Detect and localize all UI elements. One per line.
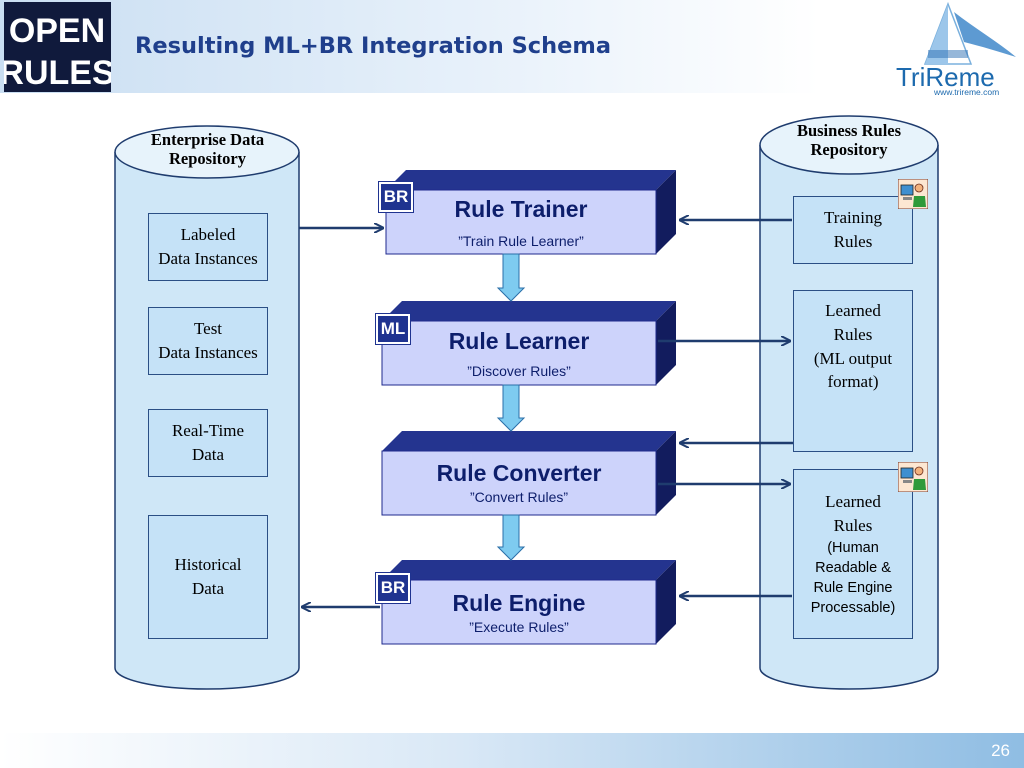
rule-learner-subtitle: ”Discover Rules” <box>467 363 571 379</box>
logo-text-rules: RULES <box>4 54 111 92</box>
learned-rules-ml-format[interactable]: Learned Rules (ML output format) <box>793 290 913 452</box>
footer-bar: 26 <box>0 733 1024 768</box>
trireme-url: www.trireme.com <box>933 87 999 97</box>
learned-rules-human-readable[interactable]: Learned Rules (Human Readable & Rule Eng… <box>793 469 913 639</box>
trireme-name: TriReme <box>896 62 995 92</box>
page-number: 26 <box>991 741 1010 760</box>
rule-converter-title[interactable]: Rule Converter <box>436 460 602 486</box>
ml-badge: ML <box>375 313 411 345</box>
trireme-logo: TriReme www.trireme.com <box>896 2 1016 97</box>
rule-converter-box <box>381 431 676 516</box>
page-title: Resulting ML+BR Integration Schema <box>135 33 612 59</box>
enterprise-repo-title: Enterprise Data Repository <box>150 130 265 168</box>
business-repo-title: Business Rules Repository <box>796 121 902 159</box>
rule-engine-box <box>381 560 676 645</box>
br-badge: BR <box>375 572 411 604</box>
person-at-computer-icon <box>898 462 928 492</box>
rule-converter-subtitle: ”Convert Rules” <box>469 489 569 505</box>
rule-engine-subtitle: ”Execute Rules” <box>469 619 569 635</box>
person-at-computer-icon <box>898 179 928 209</box>
rule-trainer-subtitle: ”Train Rule Learner” <box>458 233 584 249</box>
rule-trainer-box <box>385 170 676 255</box>
rule-engine-title[interactable]: Rule Engine <box>452 590 586 616</box>
rule-learner-title[interactable]: Rule Learner <box>448 328 590 354</box>
logo-text-open: OPEN <box>9 12 105 50</box>
header-bar: OPEN RULES Resulting ML+BR Integration S… <box>0 0 1024 97</box>
down-arrow-converter-to-engine <box>496 514 526 561</box>
openrules-logo: OPEN RULES <box>4 2 111 92</box>
down-arrow-learner-to-converter <box>496 384 526 432</box>
down-arrow-trainer-to-learner <box>496 253 526 302</box>
br-badge: BR <box>378 181 414 213</box>
rule-trainer-title[interactable]: Rule Trainer <box>454 196 588 222</box>
